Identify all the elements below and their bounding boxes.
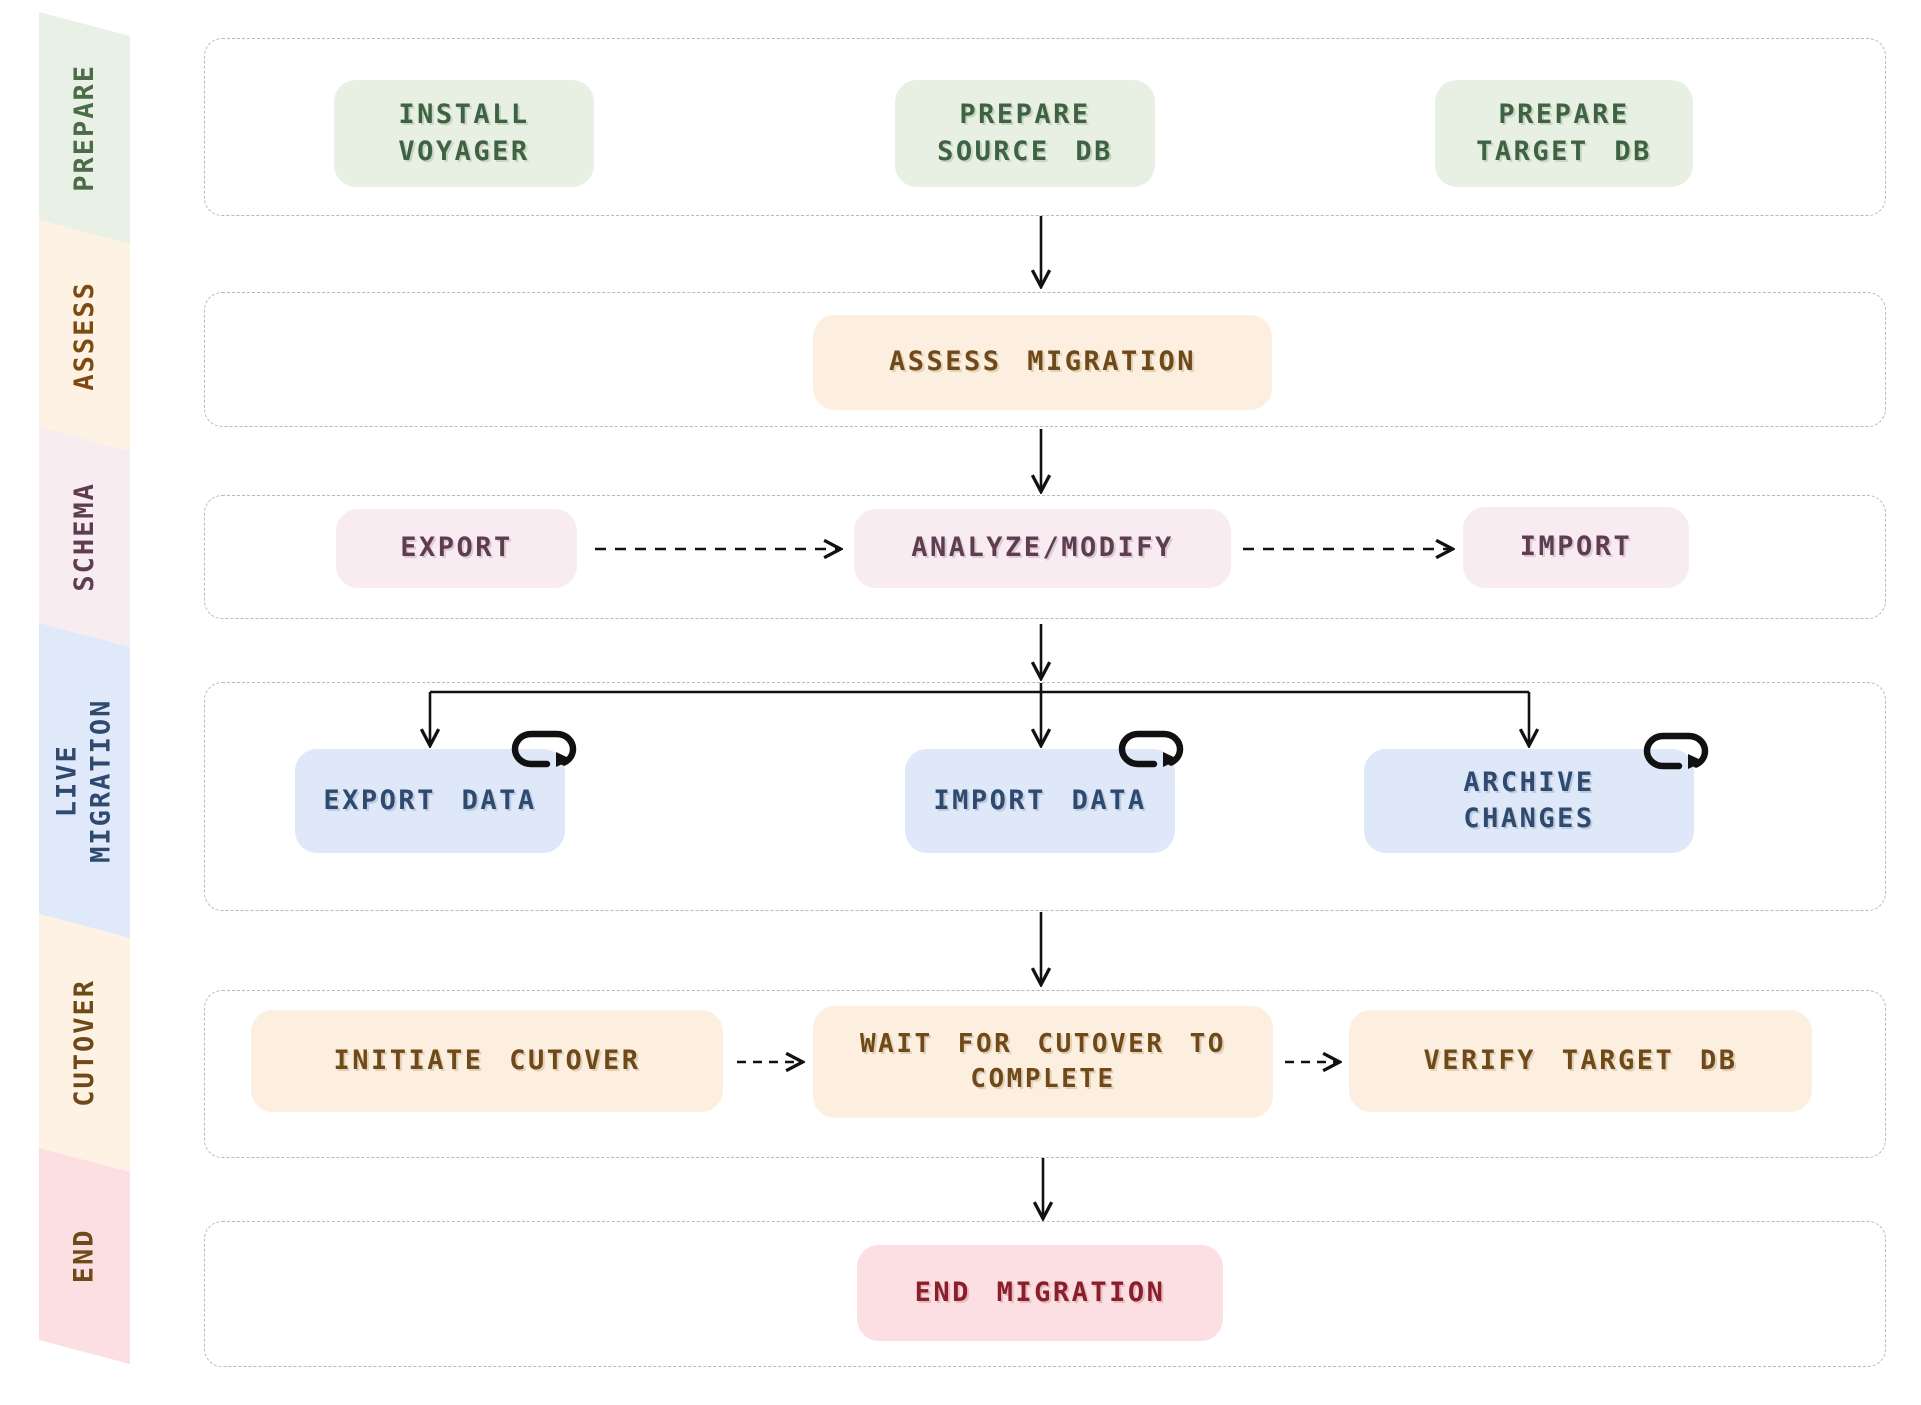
node-prepare-source-db: PREPARE SOURCE DB (895, 80, 1155, 187)
lane-end (204, 1221, 1886, 1367)
lane-prepare (204, 38, 1886, 216)
node-prepare-target-db: PREPARE TARGET DB (1435, 80, 1693, 187)
stage-label-assess: ASSESS (68, 280, 100, 391)
stage-band-prepare: PREPARE (39, 12, 130, 244)
node-import-data: IMPORT DATA (905, 749, 1175, 853)
node-schema-import: IMPORT (1463, 507, 1689, 588)
lane-assess (204, 292, 1886, 427)
stage-label-end: END (68, 1228, 100, 1284)
lane-schema (204, 495, 1886, 619)
stage-band-cutover: CUTOVER (39, 914, 130, 1172)
lane-cutover (204, 990, 1886, 1158)
stage-band-end: END (39, 1148, 130, 1364)
stage-label-live-migration: LIVE MIGRATION (51, 698, 117, 863)
node-wait-for-cutover: WAIT FOR CUTOVER TO COMPLETE (813, 1006, 1273, 1118)
node-initiate-cutover: INITIATE CUTOVER (251, 1010, 723, 1112)
node-schema-export: EXPORT (336, 509, 577, 588)
node-verify-target-db: VERIFY TARGET DB (1349, 1010, 1812, 1112)
stage-band-schema: SCHEMA (39, 427, 130, 647)
node-export-data: EXPORT DATA (295, 749, 565, 853)
node-schema-analyze-modify: ANALYZE/MODIFY (854, 509, 1231, 588)
node-end-migration: END MIGRATION (857, 1245, 1223, 1341)
stage-label-cutover: CUTOVER (68, 979, 100, 1107)
node-install-voyager: INSTALL VOYAGER (334, 80, 594, 187)
node-archive-changes: ARCHIVE CHANGES (1364, 749, 1694, 853)
stage-band-assess: ASSESS (39, 220, 130, 451)
stage-band-live-migration: LIVE MIGRATION (39, 623, 130, 938)
stage-label-schema: SCHEMA (68, 482, 100, 592)
lane-live-migration (204, 682, 1886, 911)
stage-label-prepare: PREPARE (68, 64, 100, 192)
node-assess-migration: ASSESS MIGRATION (813, 315, 1272, 410)
